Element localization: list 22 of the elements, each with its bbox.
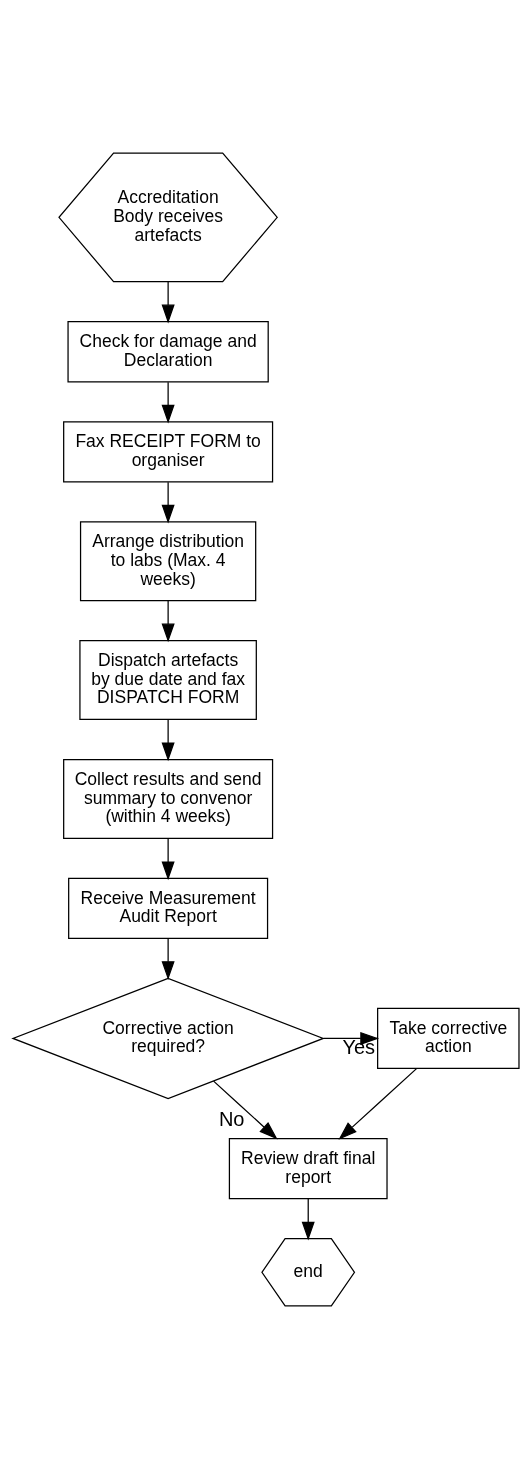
node-diamond: Corrective action required? [11,977,325,1100]
node-box: Review draft final report [228,1137,388,1200]
edge-label: Yes [342,1036,376,1059]
arrow [301,1198,315,1241]
node-box: Take corrective action [377,1007,520,1070]
arrow [161,381,175,424]
arrow [161,838,175,881]
arrow [161,937,175,980]
node-box: Arrange distribution to labs (Max. 4 weeks) [79,521,257,602]
arrow [161,719,175,762]
node-box: Dispatch artefacts by due date and fax DISPATCH FORM [79,640,257,721]
arrow [212,1080,278,1140]
arrow [161,600,175,643]
arrow [338,1068,418,1140]
node-box: Check for damage and Declaration [67,321,269,383]
node-box: Fax RECEIPT FORM to organiser [63,421,274,483]
node-box: Receive Measurement Audit Report [68,877,269,939]
node-box: Collect results and send summary to convenor (within 4 weeks) [63,758,274,839]
edge-label: No [218,1107,245,1130]
arrow [322,1031,380,1046]
arrow [161,481,175,524]
arrow [161,281,175,324]
